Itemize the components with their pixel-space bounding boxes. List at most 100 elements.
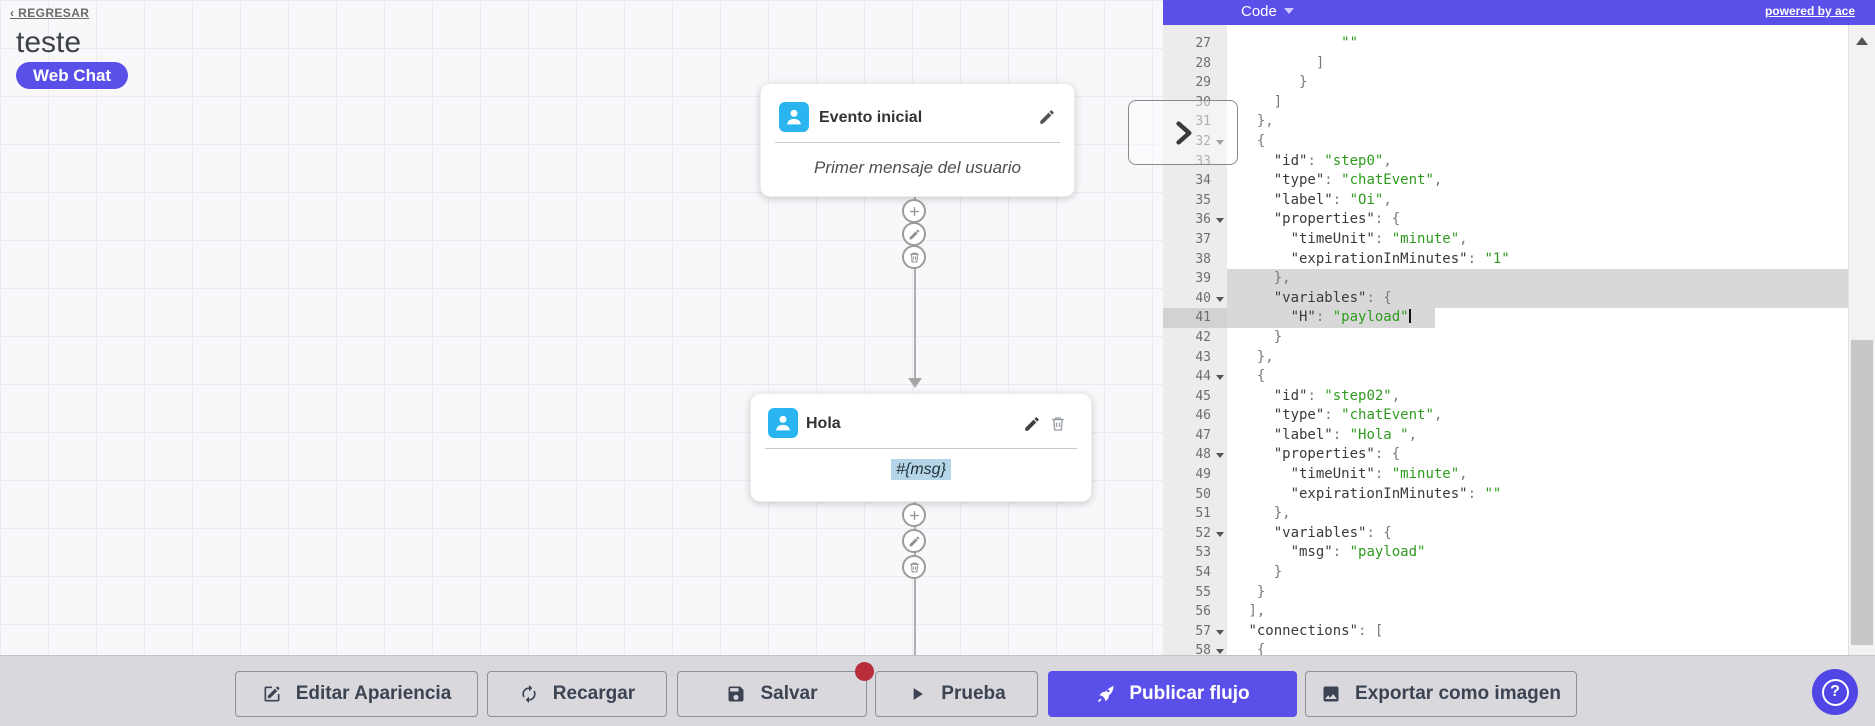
gutter-line-50[interactable]: 50: [1195, 486, 1211, 502]
code-line-57[interactable]: "connections": [: [1248, 622, 1384, 639]
code-line-42[interactable]: }: [1273, 328, 1283, 345]
delete-connection-button[interactable]: [902, 245, 926, 269]
code-line-33[interactable]: "id": "step0",: [1273, 152, 1392, 169]
gutter-line-29[interactable]: 29: [1195, 75, 1211, 91]
delete-node-icon[interactable]: [1049, 415, 1067, 433]
code-line-51[interactable]: },: [1273, 505, 1291, 522]
gutter-line-43[interactable]: 43: [1195, 349, 1211, 365]
save-button[interactable]: Salvar: [677, 671, 867, 717]
gutter-line-41[interactable]: 41: [1163, 308, 1227, 328]
gutter-line-32[interactable]: 32: [1163, 132, 1227, 152]
scrollbar-thumb[interactable]: [1851, 340, 1873, 645]
fold-arrow-icon[interactable]: [1216, 375, 1224, 381]
gutter-line-39[interactable]: 39: [1195, 271, 1211, 287]
code-line-37[interactable]: "timeUnit": "minute",: [1290, 230, 1468, 247]
flow-node-hola[interactable]: Hola #{msg}: [750, 393, 1092, 502]
gutter-line-54[interactable]: 54: [1195, 565, 1211, 581]
test-button[interactable]: Prueba: [875, 671, 1038, 717]
code-line-34[interactable]: "type": "chatEvent",: [1273, 172, 1443, 189]
code-line-49[interactable]: "timeUnit": "minute",: [1290, 466, 1468, 483]
editor-scrollbar[interactable]: [1848, 25, 1875, 655]
gutter-line-58[interactable]: 58: [1163, 641, 1227, 655]
edit-appearance-button[interactable]: Editar Apariencia: [235, 671, 478, 717]
gutter-line-42[interactable]: 42: [1195, 329, 1211, 345]
code-line-54[interactable]: }: [1273, 564, 1283, 581]
fold-arrow-icon[interactable]: [1216, 629, 1224, 635]
code-line-38[interactable]: "expirationInMinutes": "1": [1290, 250, 1510, 267]
fold-arrow-icon[interactable]: [1216, 139, 1224, 145]
code-line-32[interactable]: {: [1256, 132, 1266, 149]
code-line-31[interactable]: },: [1256, 113, 1274, 130]
fold-arrow-icon[interactable]: [1216, 649, 1224, 655]
collapse-code-panel-button[interactable]: [1128, 100, 1238, 165]
gutter-line-52[interactable]: 52: [1163, 524, 1227, 544]
code-line-43[interactable]: },: [1256, 348, 1274, 365]
gutter-line-55[interactable]: 55: [1195, 584, 1211, 600]
gutter-line-30[interactable]: 30: [1195, 94, 1211, 110]
code-lines[interactable]: "" ] } ] }, { "id": "step0", "type": "ch…: [1227, 25, 1848, 655]
edit-node-icon[interactable]: [1038, 108, 1056, 126]
node-body-text: Primer mensaje del usuario: [814, 158, 1021, 177]
code-line-52[interactable]: "variables": {: [1273, 524, 1392, 541]
gutter-line-31[interactable]: 31: [1195, 114, 1211, 130]
code-line-58[interactable]: {: [1256, 642, 1266, 655]
code-line-44[interactable]: {: [1256, 368, 1266, 385]
code-line-41[interactable]: "H": "payload": [1227, 308, 1848, 328]
fold-arrow-icon[interactable]: [1216, 453, 1224, 459]
code-line-30[interactable]: ]: [1273, 93, 1283, 110]
flow-canvas[interactable]: ‹ REGRESAR teste Web Chat Evento inicial…: [0, 0, 1163, 726]
edit-connection-button[interactable]: [902, 529, 926, 553]
code-line-29[interactable]: }: [1299, 74, 1308, 91]
publish-flow-button[interactable]: Publicar flujo: [1048, 671, 1297, 717]
add-step-button[interactable]: [902, 199, 926, 223]
gutter-line-40[interactable]: 40: [1163, 289, 1227, 309]
fold-arrow-icon[interactable]: [1216, 531, 1224, 537]
gutter-line-51[interactable]: 51: [1195, 506, 1211, 522]
export-image-button[interactable]: Exportar como imagen: [1305, 671, 1577, 717]
gutter-line-45[interactable]: 45: [1195, 388, 1211, 404]
unsaved-changes-badge: [855, 662, 874, 681]
code-line-48[interactable]: "properties": {: [1273, 446, 1401, 463]
code-line-53[interactable]: "msg": "payload": [1290, 544, 1426, 561]
gutter-line-36[interactable]: 36: [1163, 210, 1227, 230]
code-line-55[interactable]: }: [1256, 583, 1266, 600]
gutter-line-53[interactable]: 53: [1195, 545, 1211, 561]
reload-button[interactable]: Salvar Recargar: [487, 671, 667, 717]
gutter-line-35[interactable]: 35: [1195, 192, 1211, 208]
code-line-50[interactable]: "expirationInMinutes": "": [1290, 485, 1502, 502]
code-line-56[interactable]: ],: [1248, 603, 1266, 620]
code-line-45[interactable]: "id": "step02",: [1273, 387, 1401, 404]
fold-arrow-icon[interactable]: [1216, 296, 1224, 302]
add-step-button[interactable]: [902, 503, 926, 527]
gutter-line-28[interactable]: 28: [1195, 55, 1211, 71]
powered-by-ace-link[interactable]: powered by ace: [1764, 4, 1855, 18]
code-line-46[interactable]: "type": "chatEvent",: [1273, 407, 1443, 424]
gutter-line-46[interactable]: 46: [1195, 408, 1211, 424]
gutter-line-48[interactable]: 48: [1163, 445, 1227, 465]
code-line-27[interactable]: "": [1341, 35, 1359, 51]
gutter-line-37[interactable]: 37: [1195, 231, 1211, 247]
delete-connection-button[interactable]: [902, 555, 926, 579]
code-line-40[interactable]: "variables": {: [1227, 288, 1848, 309]
gutter-line-56[interactable]: 56: [1195, 604, 1211, 620]
gutter-line-27[interactable]: 27: [1195, 36, 1211, 51]
edit-node-icon[interactable]: [1023, 415, 1041, 433]
code-line-35[interactable]: "label": "Oi",: [1273, 191, 1392, 208]
gutter-line-47[interactable]: 47: [1195, 427, 1211, 443]
code-line-47[interactable]: "label": "Hola ",: [1273, 426, 1418, 443]
gutter-line-44[interactable]: 44: [1163, 367, 1227, 387]
scroll-up-icon[interactable]: [1856, 37, 1868, 45]
help-button[interactable]: ?: [1812, 669, 1858, 715]
code-mode-dropdown[interactable]: Code: [1241, 3, 1294, 20]
fold-arrow-icon[interactable]: [1216, 218, 1224, 224]
code-line-39[interactable]: },: [1227, 269, 1848, 289]
flow-node-evento-inicial[interactable]: Evento inicial Primer mensaje del usuari…: [760, 83, 1075, 197]
gutter-line-38[interactable]: 38: [1195, 251, 1211, 267]
code-line-36[interactable]: "properties": {: [1273, 211, 1401, 228]
code-line-28[interactable]: ]: [1315, 54, 1325, 71]
gutter-line-57[interactable]: 57: [1163, 622, 1227, 642]
gutter-line-34[interactable]: 34: [1195, 173, 1211, 189]
back-link[interactable]: ‹ REGRESAR: [10, 6, 90, 20]
gutter-line-49[interactable]: 49: [1195, 467, 1211, 483]
edit-connection-button[interactable]: [902, 222, 926, 246]
